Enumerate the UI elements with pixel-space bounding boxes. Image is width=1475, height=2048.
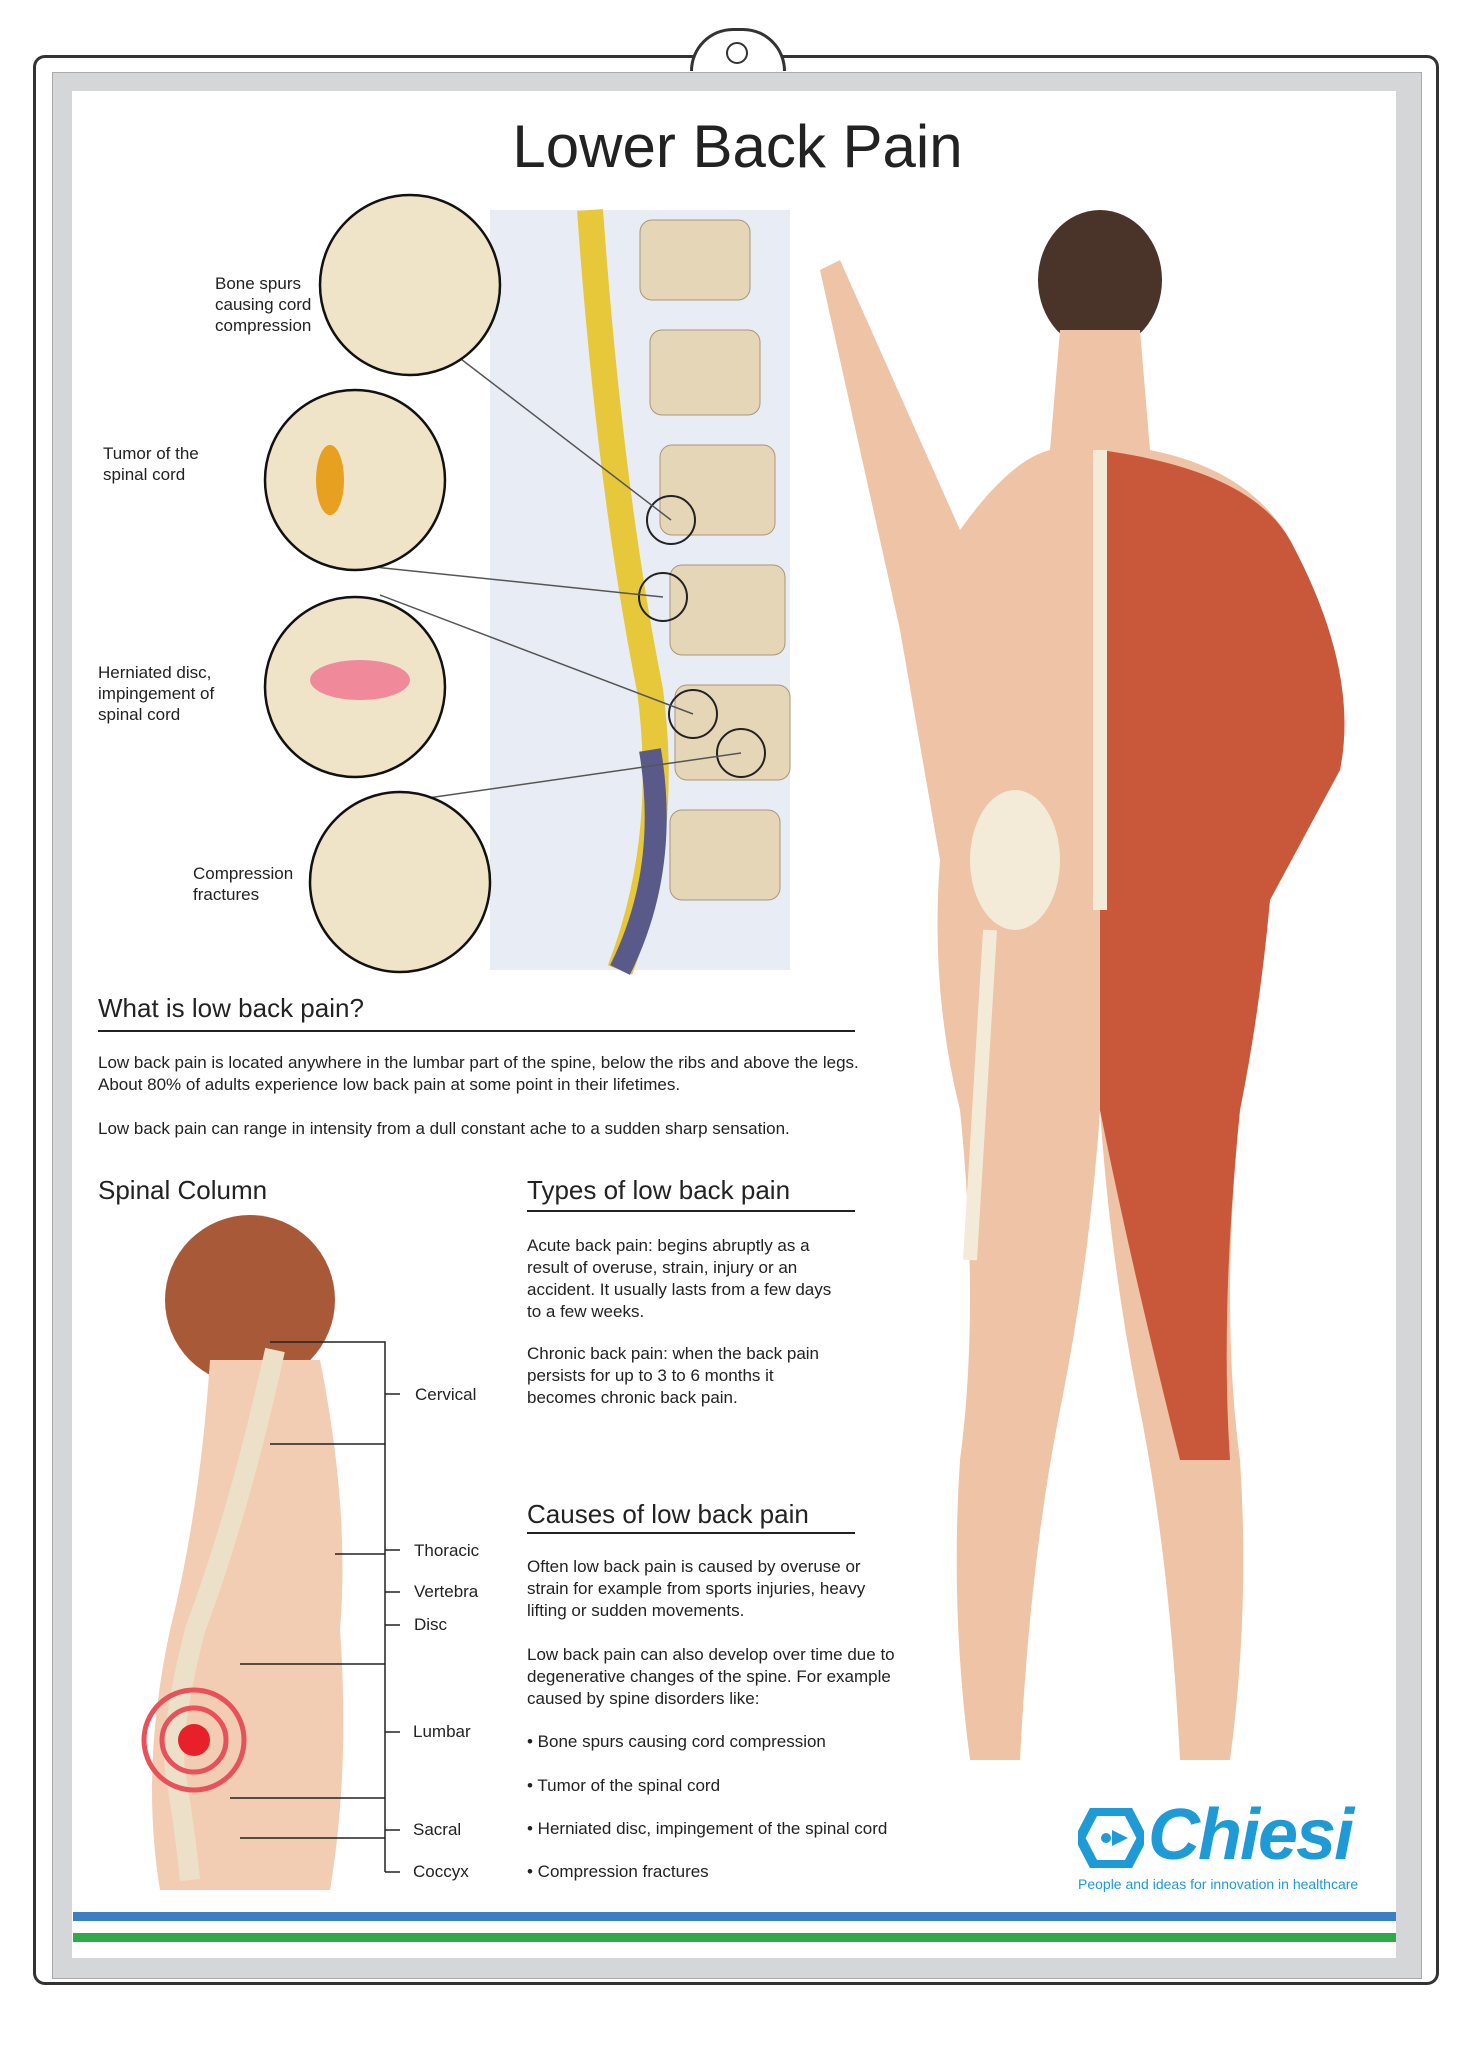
spinal-heading: Spinal Column [98,1175,268,1205]
causes-bullet: • Compression fractures [527,1862,709,1881]
causes-paragraph-2: Low back pain can also develop over time… [527,1645,895,1708]
muscle-layer [1100,450,1345,1460]
spine-label-thoracic: Thoracic [414,1541,480,1560]
spine-label-vertebra: Vertebra [414,1582,479,1601]
what-rule [98,1030,855,1032]
compression-fracture-detail [308,790,492,974]
types-heading: Types of low back pain [527,1175,791,1205]
callout-compression-fractures: Compression fractures [193,864,294,904]
causes-rule [527,1532,855,1534]
causes-bullet: • Herniated disc, impingement of the spi… [527,1819,888,1838]
what-paragraph-2: Low back pain can range in intensity fro… [98,1119,790,1138]
bone-spurs-detail [318,193,502,377]
types-acute: Acute back pain: begins abruptly as a re… [527,1236,832,1321]
brand-name: Chiesi [1148,1795,1354,1875]
hanger-hole [726,42,748,64]
green-stripe [73,1933,1396,1942]
blue-stripe [73,1912,1396,1921]
callout-herniated-disc: Herniated disc, impingement of spinal co… [98,663,215,724]
causes-paragraph-1: Often low back pain is caused by overuse… [527,1557,866,1620]
spine-label-cervical: Cervical [415,1385,477,1404]
spine-label-lumbar: Lumbar [413,1722,471,1741]
types-rule [527,1210,855,1212]
spinal-column-illustration [141,1215,400,1890]
causes-bullet: • Tumor of the spinal cord [527,1776,721,1795]
poster-title: Lower Back Pain [512,113,963,180]
lumbar-spine-illustration [263,193,791,975]
spine-label-coccyx: Coccyx [413,1862,469,1881]
chiesi-hexagon-icon [1078,1808,1144,1868]
body-skin [820,260,1345,1760]
spine-label-sacral: Sacral [413,1820,462,1839]
tumor-detail [263,388,447,572]
brand-tagline: People and ideas for innovation in healt… [1078,1876,1359,1892]
types-chronic: Chronic back pain: when the back pain pe… [527,1344,820,1407]
what-paragraph-1: Low back pain is located anywhere in the… [98,1053,859,1094]
spine-label-disc: Disc [414,1615,448,1634]
causes-heading: Causes of low back pain [527,1499,809,1529]
callout-tumor: Tumor of the spinal cord [103,444,199,484]
callout-bone-spurs: Bone spurs causing cord compression [215,274,312,335]
anatomy-back-figure [820,210,1345,1760]
what-heading: What is low back pain? [98,993,364,1023]
causes-bullet: • Bone spurs causing cord compression [527,1732,826,1751]
